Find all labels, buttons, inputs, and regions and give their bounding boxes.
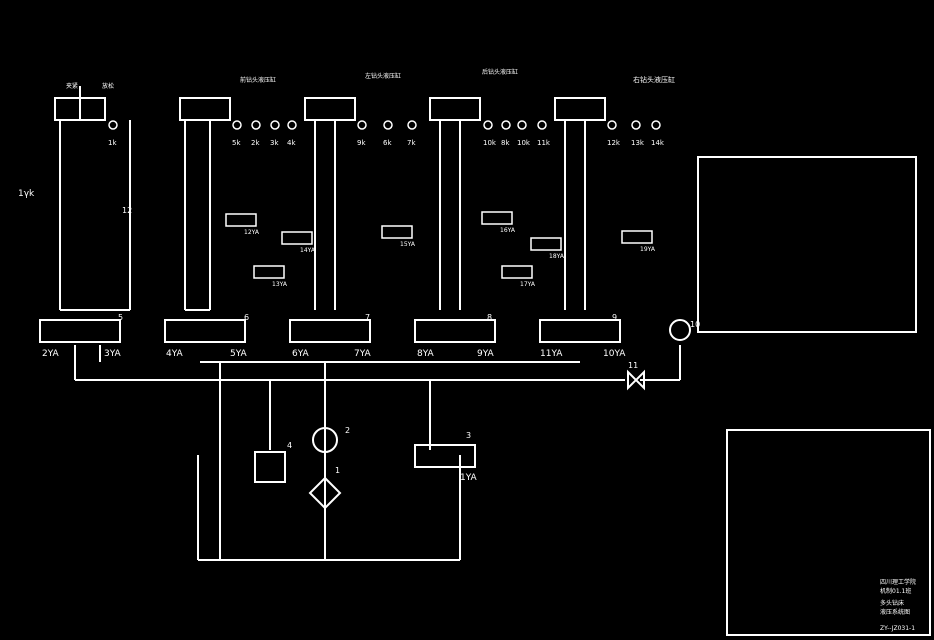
pressure-switch-label: 3k	[270, 139, 279, 147]
component-number: 11	[628, 361, 638, 370]
label-right-drill: 右钻头液压缸	[633, 75, 675, 84]
small-valve-label: 16YA	[500, 227, 516, 234]
component-number: 7	[365, 313, 370, 322]
component-number: 8	[487, 313, 492, 322]
pressure-switch-label: 4k	[287, 139, 296, 147]
pressure-switch-label: 10k	[517, 139, 531, 147]
pump-symbol	[312, 427, 338, 453]
component-number: 4	[287, 441, 292, 450]
pressure-switch	[251, 120, 261, 130]
solenoid-10ya: 10YA	[603, 349, 626, 359]
component-number: 3	[466, 431, 471, 440]
component-number: 10	[690, 320, 700, 329]
label-clamp: 夹紧	[66, 82, 78, 90]
component-number: 9	[612, 313, 617, 322]
pressure-switch	[651, 120, 661, 130]
solenoid-11ya: 11YA	[540, 349, 563, 359]
small-solenoid-valve	[281, 231, 313, 245]
label-rear-drill: 后钻头液压缸	[482, 68, 518, 76]
small-valve-label: 15YA	[400, 241, 416, 248]
pressure-switch-label: 2k	[251, 139, 260, 147]
relief-valve	[254, 451, 286, 483]
pressure-switch-label: 10k	[483, 139, 497, 147]
small-valve-label: 19YA	[640, 246, 656, 253]
solenoid-7ya: 7YA	[354, 349, 372, 359]
tb-school: 四川理工学院	[880, 578, 916, 586]
unloading-valve	[414, 444, 476, 468]
pressure-switch	[537, 120, 547, 130]
pressure-switch-label: 12k	[607, 139, 621, 147]
valve-1	[39, 319, 121, 343]
pressure-switch	[357, 120, 367, 130]
solenoid-3ya: 3YA	[104, 349, 122, 359]
label-release: 放松	[102, 82, 114, 90]
solenoid-6ya: 6YA	[292, 349, 310, 359]
component-number: 12	[122, 206, 132, 215]
valve-2	[164, 319, 246, 343]
pressure-switch	[607, 120, 617, 130]
pressure-switch	[407, 120, 417, 130]
label-left-drill: 左钻头液压缸	[365, 72, 401, 80]
small-valve-label: 13YA	[272, 281, 288, 288]
valve-5	[539, 319, 621, 343]
component-number: 5	[118, 313, 123, 322]
pressure-switch-label: 9k	[357, 139, 366, 147]
small-solenoid-valve	[381, 225, 413, 239]
small-solenoid-valve	[225, 213, 257, 227]
small-valve-label: 12YA	[244, 229, 260, 236]
component-number: 2	[345, 426, 350, 435]
label-front-drill: 前钻头液压缸	[240, 76, 276, 84]
small-solenoid-valve	[621, 230, 653, 244]
pressure-switch-label: 11k	[537, 139, 551, 147]
pressure-switch	[483, 120, 493, 130]
pressure-switch	[287, 120, 297, 130]
small-solenoid-valve	[501, 265, 533, 279]
tb-drawing-no: ZY--JZ031-1	[880, 625, 915, 632]
small-solenoid-valve	[530, 237, 562, 251]
pressure-switch-label: 6k	[383, 139, 392, 147]
small-solenoid-valve	[481, 211, 513, 225]
solenoid-5ya: 5YA	[230, 349, 248, 359]
small-solenoid-valve	[253, 265, 285, 279]
pressure-switch	[270, 120, 280, 130]
signal-table	[697, 156, 917, 333]
pressure-switch-label: 7k	[407, 139, 416, 147]
pressure-switch-label: 1k	[108, 139, 117, 147]
small-valve-label: 14YA	[300, 247, 316, 254]
pressure-switch	[631, 120, 641, 130]
pressure-gauge	[669, 319, 691, 341]
solenoid-2ya: 2YA	[42, 349, 60, 359]
pressure-switch	[383, 120, 393, 130]
pressure-switch-label: 14k	[651, 139, 665, 147]
solenoid-4ya: 4YA	[166, 349, 184, 359]
pressure-switch-label: 8k	[501, 139, 510, 147]
solenoid-9ya: 9YA	[477, 349, 495, 359]
pressure-switch	[517, 120, 527, 130]
pressure-switch	[232, 120, 242, 130]
component-number: 1	[335, 466, 340, 475]
shutoff-valve	[627, 369, 645, 391]
pressure-switch	[108, 120, 118, 130]
valve-4	[414, 319, 496, 343]
valve-3	[289, 319, 371, 343]
small-valve-label: 17YA	[520, 281, 536, 288]
pressure-switch	[501, 120, 511, 130]
filter-symbol	[308, 476, 342, 510]
solenoid-8ya: 8YA	[417, 349, 435, 359]
tb-title-2: 液压系统图	[880, 608, 910, 616]
component-number: 6	[244, 313, 249, 322]
title-block	[726, 429, 931, 636]
pressure-switch-label: 13k	[631, 139, 645, 147]
solenoid-1ya: 1YA	[460, 473, 478, 483]
tb-class: 机制01.1班	[880, 587, 911, 595]
pressure-switch-label: 5k	[232, 139, 241, 147]
tb-title-1: 多头钻床	[880, 599, 904, 607]
accumulator-label: 1γk	[18, 189, 35, 199]
small-valve-label: 18YA	[549, 253, 565, 260]
